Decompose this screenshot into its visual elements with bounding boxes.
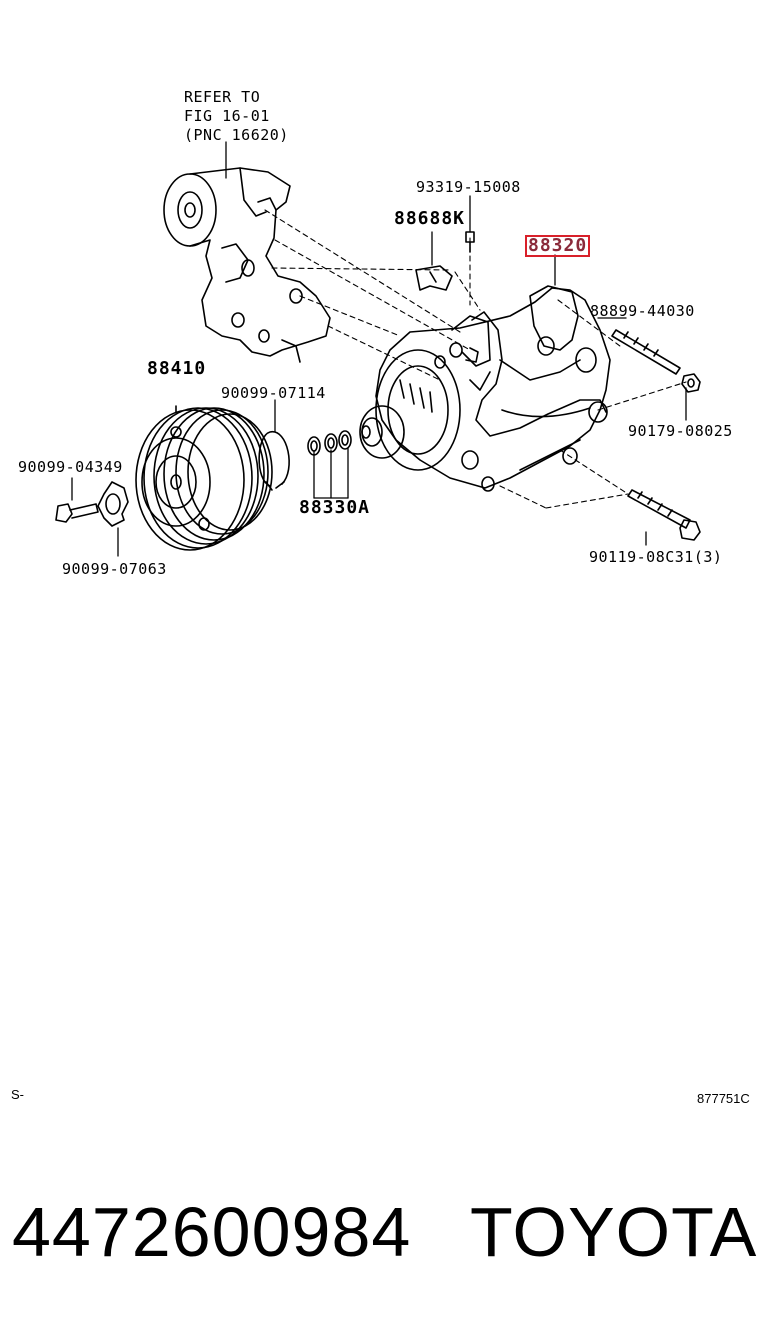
corner-code-left: S- <box>11 1087 24 1102</box>
part-number: 4472600984 <box>12 1193 412 1271</box>
label-88320-highlighted[interactable]: 88320 <box>525 235 591 257</box>
shims <box>307 430 352 456</box>
pulley <box>135 405 273 551</box>
refer-note-line-3: (PNC 16620) <box>184 126 289 144</box>
snap-ring <box>258 431 290 491</box>
exploded-parts-diagram <box>55 141 701 557</box>
label-90099-07063[interactable]: 90099-07063 <box>62 560 167 578</box>
long-bolt <box>627 489 701 541</box>
stud-and-nut <box>611 329 701 393</box>
bracket-assembly <box>163 167 331 363</box>
small-bolt-and-clip <box>415 231 475 291</box>
label-90099-04349[interactable]: 90099-04349 <box>18 458 123 476</box>
diagram-reference-code: 877751C <box>697 1091 750 1106</box>
refer-note-line-1: REFER TO <box>184 88 261 106</box>
label-88688k[interactable]: 88688K <box>394 208 466 229</box>
label-88899-44030[interactable]: 88899-44030 <box>590 302 695 320</box>
label-88410[interactable]: 88410 <box>147 358 207 379</box>
refer-note-line-2: FIG 16-01 <box>184 107 270 125</box>
leader-lines <box>71 141 687 557</box>
label-90119-08c31[interactable]: 90119-08C31(3) <box>589 548 723 566</box>
brand-name: TOYOTA <box>470 1193 758 1271</box>
label-88330a[interactable]: 88330A <box>299 497 371 518</box>
label-90179-08025[interactable]: 90179-08025 <box>628 422 733 440</box>
label-93319-15008[interactable]: 93319-15008 <box>416 178 521 196</box>
hub-bolt-and-washer <box>55 481 129 527</box>
label-90099-07114[interactable]: 90099-07114 <box>221 384 326 402</box>
compressor-body <box>359 285 611 492</box>
dashed-assembly-lines <box>264 209 687 509</box>
